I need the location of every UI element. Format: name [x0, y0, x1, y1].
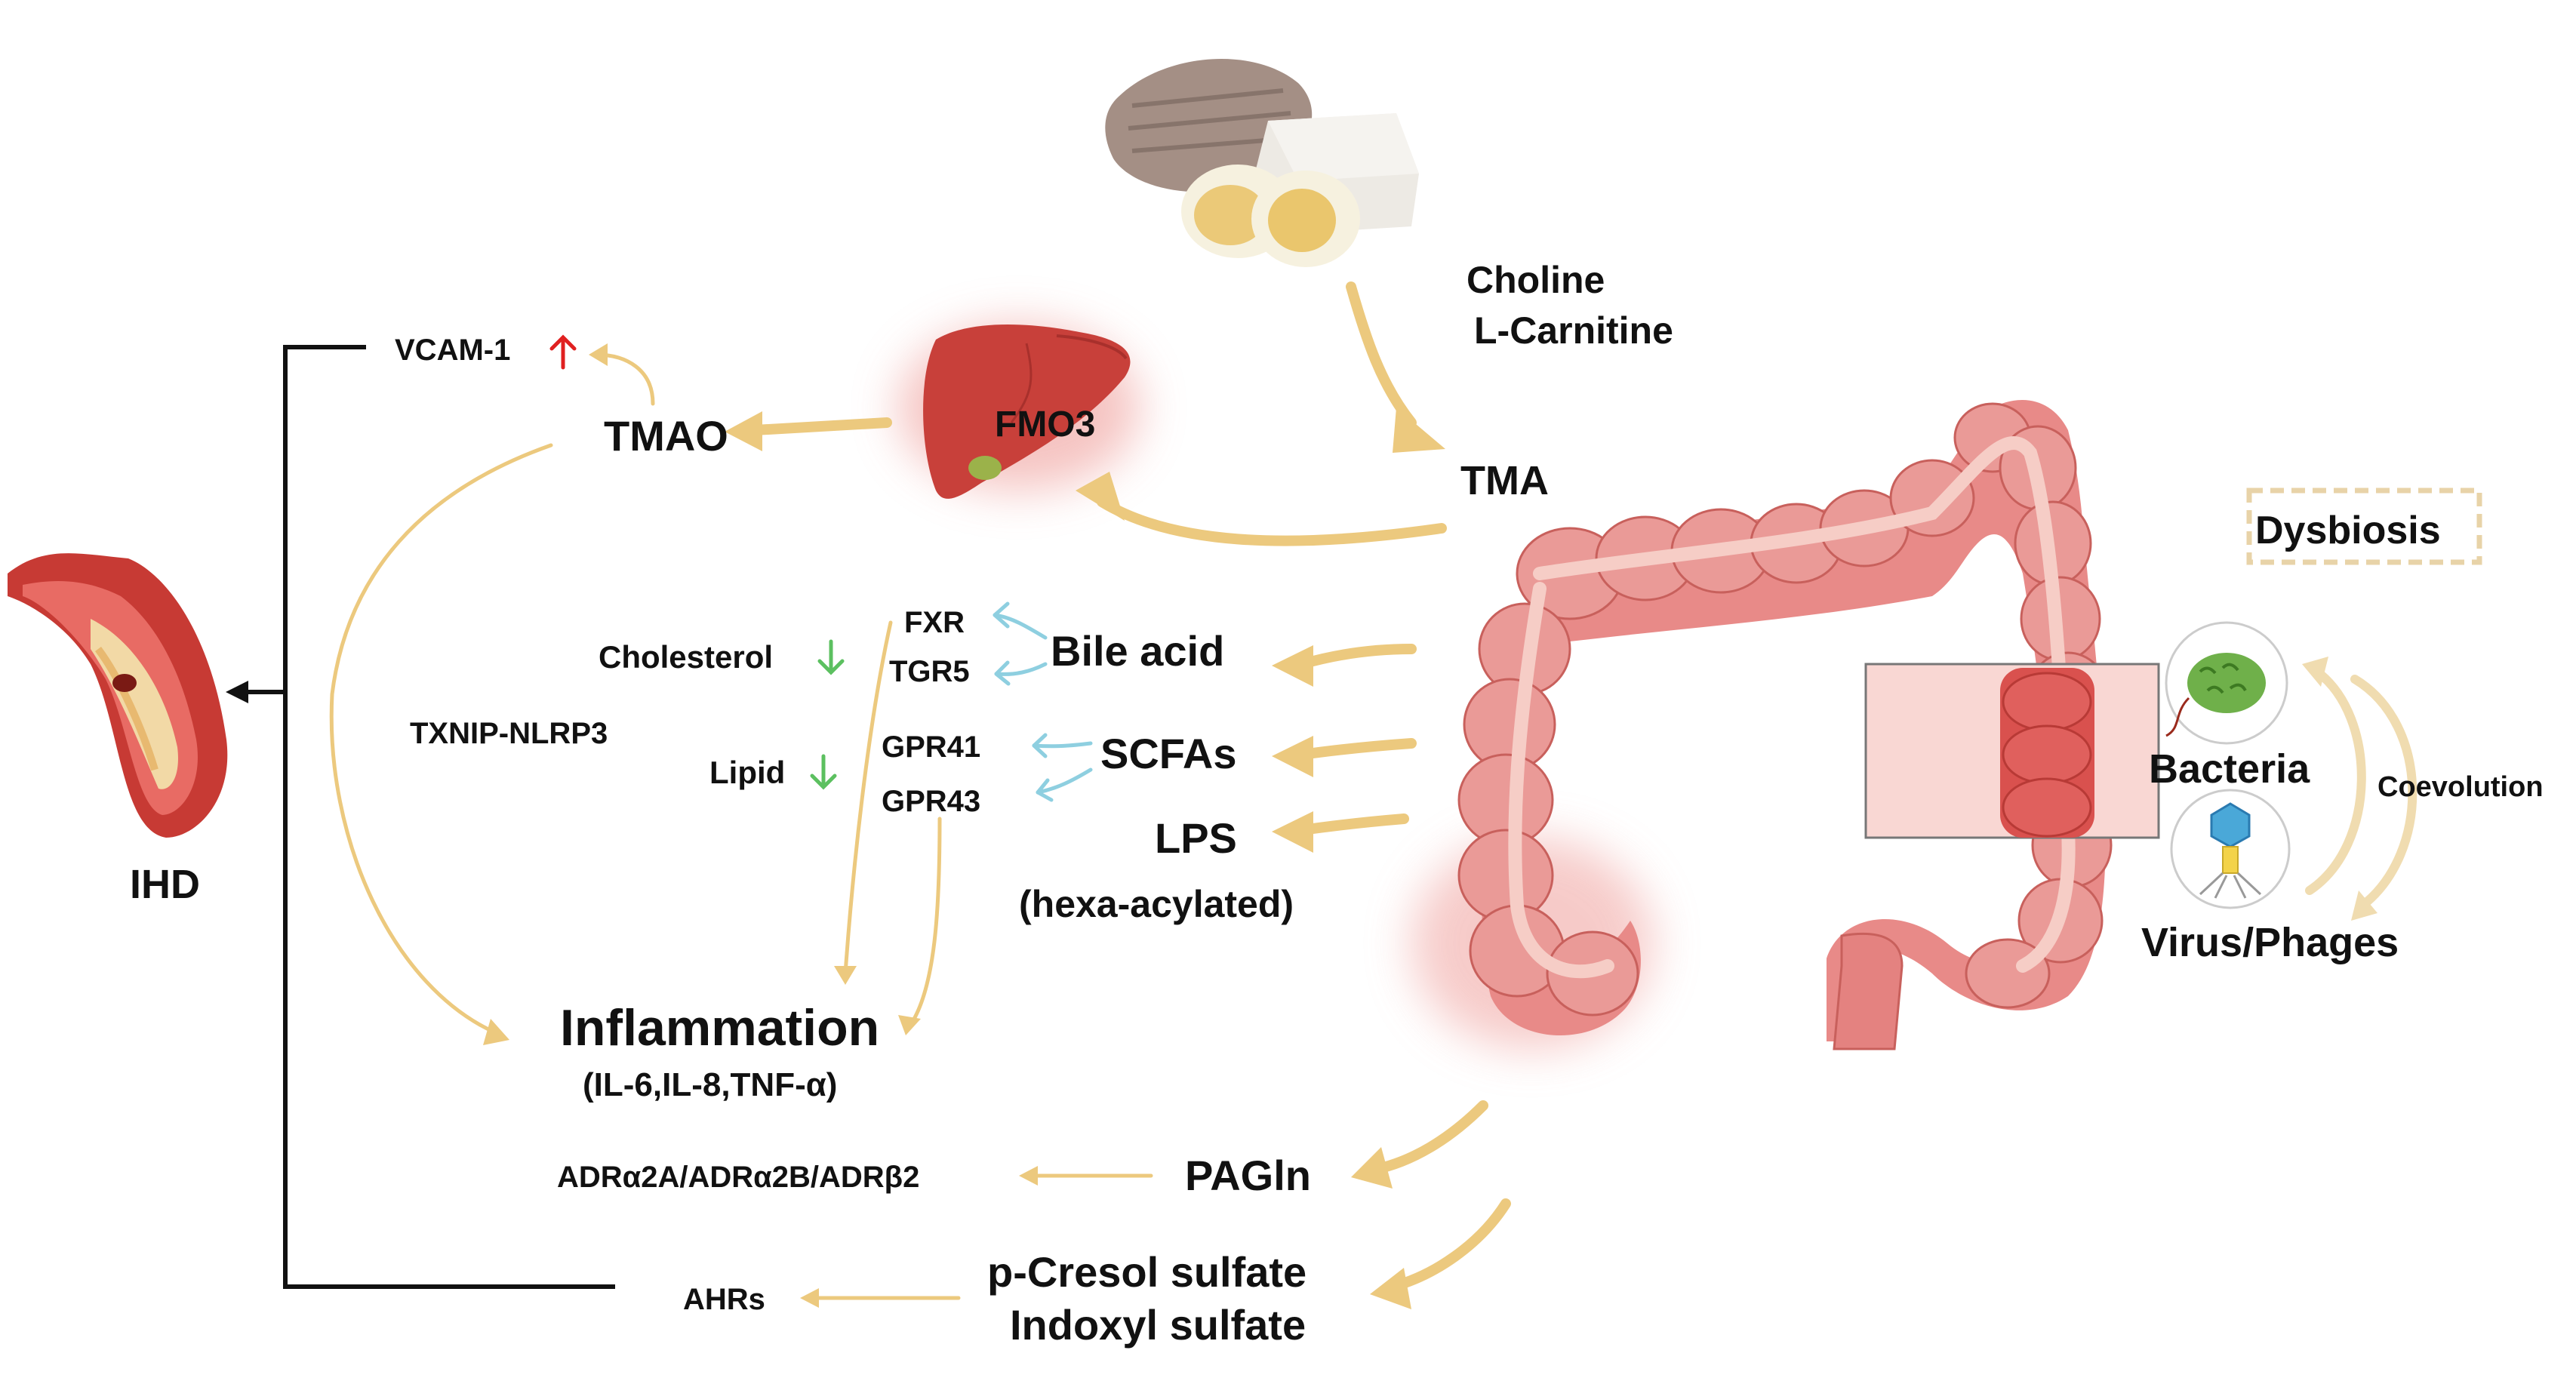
coevolution-arrows	[2305, 667, 2418, 910]
inflammation-sub-label: (IL-6,IL-8,TNF-α)	[583, 1066, 837, 1103]
virus-label: Virus/Phages	[2141, 920, 2399, 965]
lipid-label: Lipid	[709, 755, 785, 790]
blood-vessel-icon	[8, 553, 228, 838]
gpr43-label: GPR43	[882, 785, 980, 818]
adr-label: ADRα2A/ADRα2B/ADRβ2	[557, 1161, 919, 1194]
ihd-bracket	[226, 345, 615, 1289]
p-cresol-label: p-Cresol sulfate	[987, 1248, 1306, 1296]
indoxyl-label: Indoxyl sulfate	[1010, 1301, 1306, 1349]
scfas-label: SCFAs	[1100, 730, 1237, 777]
inflammation-label: Inflammation	[560, 999, 879, 1057]
dysbiosis-panel	[1864, 488, 2482, 921]
fxr-label: FXR	[904, 606, 965, 639]
tmao-label: TMAO	[604, 412, 728, 460]
cholesterol-label: Cholesterol	[599, 639, 773, 675]
phage-icon	[2199, 802, 2262, 899]
vcam-up-indicator	[549, 334, 577, 370]
tma-label: TMA	[1460, 458, 1549, 503]
bacteria-icon	[2165, 653, 2266, 737]
lps-label: LPS	[1155, 814, 1237, 862]
choline-label: Choline	[1467, 259, 1605, 301]
tgr5-label: TGR5	[889, 655, 970, 688]
bile-acid-label: Bile acid	[1051, 627, 1224, 675]
vcam-label: VCAM-1	[395, 334, 510, 367]
bacteria-label: Bacteria	[2149, 746, 2310, 792]
cholesterol-down-indicator	[817, 639, 845, 675]
dysbiosis-box	[2246, 488, 2482, 565]
coevolution-label: Coevolution	[2377, 771, 2544, 803]
lps-sub-label: (hexa-acylated)	[1019, 883, 1294, 925]
intestine-zoom-segment	[2000, 668, 2094, 838]
txnip-label: TXNIP-NLRP3	[410, 717, 608, 750]
ihd-label: IHD	[130, 862, 200, 907]
ahrs-label: AHRs	[683, 1283, 765, 1316]
flow-arrowheads	[483, 343, 1445, 1309]
intestine-icon	[1411, 400, 2113, 1050]
dysbiosis-label: Dysbiosis	[2255, 509, 2441, 552]
gpr41-label: GPR41	[882, 730, 980, 764]
coevolution-arrowheads	[2302, 657, 2377, 921]
pagln-label: PAGln	[1185, 1152, 1311, 1199]
l-carnitine-label: L-Carnitine	[1474, 309, 1673, 352]
food-icon	[1105, 58, 1419, 267]
fmo3-label: FMO3	[995, 404, 1095, 444]
liver-icon	[898, 324, 1140, 499]
receptor-arrows	[993, 601, 1093, 802]
lipid-down-indicator	[810, 754, 837, 790]
